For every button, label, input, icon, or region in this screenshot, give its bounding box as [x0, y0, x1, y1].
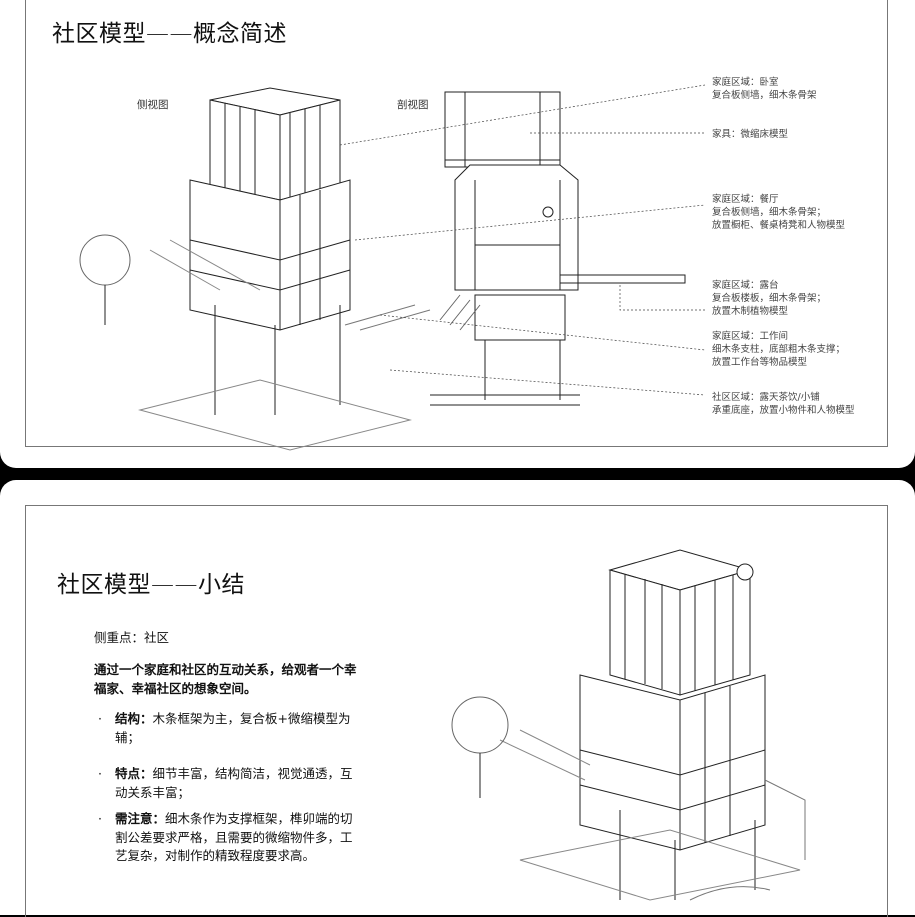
- side-view-drawing: [79, 87, 431, 451]
- bullet-text: 细节丰富，结构简洁，视觉通透，互动关系丰富；: [115, 766, 353, 800]
- annotation-line: 家庭区域：露台: [712, 280, 779, 291]
- bullet-text: 细木条作为支撑框架，榫卯端的切割公差要求严格，且需要的微缩物件多，工艺复杂，对制…: [115, 811, 353, 863]
- bullet-structure: · 结构：木条框架为主，复合板+微缩模型为辅；: [98, 710, 363, 747]
- annotation-terrace: 家庭区域：露台 复合板楼板，细木条骨架； 放置木制植物模型: [712, 279, 826, 318]
- annotation-furniture: 家具：微缩床模型: [712, 128, 788, 141]
- leader-lines: [339, 84, 706, 396]
- annotation-line: 放置工作台等物品模型: [712, 357, 808, 368]
- slide-concept-overview: 社区模型——概念简述 侧视图 剖视图: [0, 0, 915, 468]
- bullet-dot: ·: [98, 711, 102, 726]
- annotation-line: 复合板侧墙，细木条骨架: [712, 90, 817, 101]
- annotation-line: 复合板楼板，细木条骨架；: [712, 293, 827, 304]
- annotation-line: 细木条支柱，底部粗木条支撑；: [712, 344, 846, 355]
- model-axonometric-drawing: [451, 549, 806, 901]
- annotation-line: 承重底座，放置小物件和人物模型: [712, 405, 855, 416]
- annotation-line: 放置木制植物模型: [712, 306, 789, 317]
- annotation-line: 家庭区域：餐厅: [712, 194, 779, 205]
- bullet-dot: ·: [98, 766, 102, 781]
- annotation-dining: 家庭区域：餐厅 复合板侧墙，细木条骨架； 放置橱柜、餐桌椅凳和人物模型: [712, 193, 845, 232]
- architecture-drawings: [79, 84, 706, 451]
- bullet-features: · 特点：细节丰富，结构简洁，视觉通透，互动关系丰富；: [98, 765, 363, 802]
- page-title: 社区模型——小结: [57, 572, 245, 598]
- slide-frame: [25, 0, 888, 447]
- section-view-drawing: [430, 91, 686, 406]
- slide-summary: 社区模型——小结 侧重点：社区 通过一个家庭和社区的互动关系，给观者一个幸福家、…: [0, 480, 915, 917]
- annotation-workshop: 家庭区域：工作间 细木条支柱，底部粗木条支撑； 放置工作台等物品模型: [712, 330, 845, 369]
- bullet-heading: 结构：: [115, 711, 153, 726]
- annotation-community: 社区区域：露天茶饮/小铺 承重底座，放置小物件和人物模型: [712, 391, 855, 417]
- slide-frame: [25, 505, 888, 917]
- page-title: 社区模型——概念简述: [52, 21, 287, 47]
- annotation-line: 社区区域：露天茶饮/小铺: [712, 392, 820, 403]
- bullet-text: 木条框架为主，复合板+微缩模型为辅；: [115, 711, 351, 745]
- annotation-line: 放置橱柜、餐桌椅凳和人物模型: [712, 220, 846, 231]
- bullet-dot: ·: [98, 811, 102, 826]
- annotation-line: 家庭区域：工作间: [712, 331, 789, 342]
- focus-text: 侧重点：社区: [94, 630, 170, 645]
- side-view-label: 侧视图: [137, 99, 169, 111]
- annotation-line: 复合板侧墙，细木条骨架；: [712, 207, 827, 218]
- annotation-line: 家庭区域：卧室: [712, 77, 779, 88]
- bullet-caution: · 需注意：细木条作为支撑框架，榫卯端的切割公差要求严格，且需要的微缩物件多，工…: [98, 810, 363, 866]
- bullet-heading: 特点：: [115, 766, 153, 781]
- summary-text: 通过一个家庭和社区的互动关系，给观者一个幸福家、幸福社区的想象空间。: [94, 662, 357, 696]
- bullet-heading: 需注意：: [115, 811, 166, 826]
- section-view-label: 剖视图: [397, 99, 429, 111]
- annotation-bedroom: 家庭区域：卧室 复合板侧墙，细木条骨架: [712, 76, 817, 102]
- annotation-line: 家具：微缩床模型: [712, 129, 789, 140]
